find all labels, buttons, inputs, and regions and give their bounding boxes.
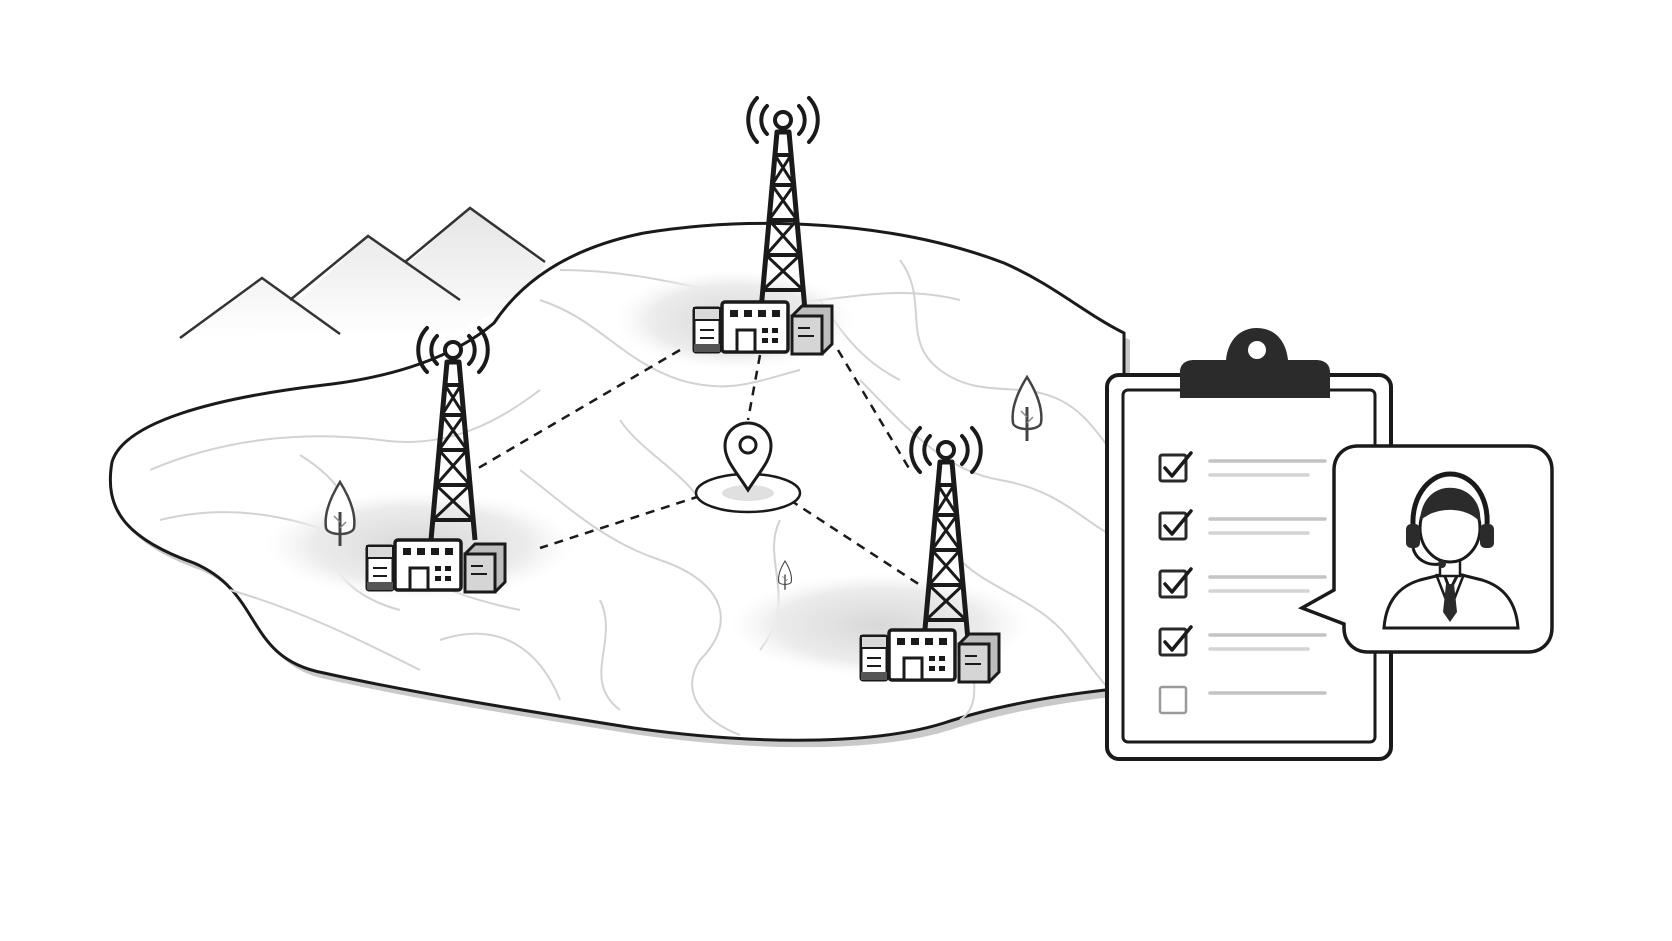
support-agent-bubble xyxy=(1297,444,1554,654)
checkbox-checked-icon xyxy=(1158,453,1188,483)
check-mark-icon xyxy=(1163,509,1193,536)
checklist-item xyxy=(1158,685,1327,715)
checkbox-checked-icon xyxy=(1158,627,1188,657)
check-mark-icon xyxy=(1163,625,1193,652)
checklist-item xyxy=(1158,509,1327,541)
checkbox-checked-icon xyxy=(1158,569,1188,599)
checkbox-checked-icon xyxy=(1158,511,1188,541)
checklist xyxy=(1158,451,1327,715)
network-links xyxy=(474,348,921,587)
checkbox-empty-icon xyxy=(1158,685,1188,715)
headset-agent-icon xyxy=(1382,471,1520,630)
checklist-item xyxy=(1158,625,1327,657)
check-mark-icon xyxy=(1163,451,1193,478)
mountains xyxy=(179,206,546,340)
map-pin-icon xyxy=(694,421,802,514)
check-mark-icon xyxy=(1163,567,1193,594)
checklist-item xyxy=(1158,451,1327,483)
checklist-item xyxy=(1158,567,1327,599)
